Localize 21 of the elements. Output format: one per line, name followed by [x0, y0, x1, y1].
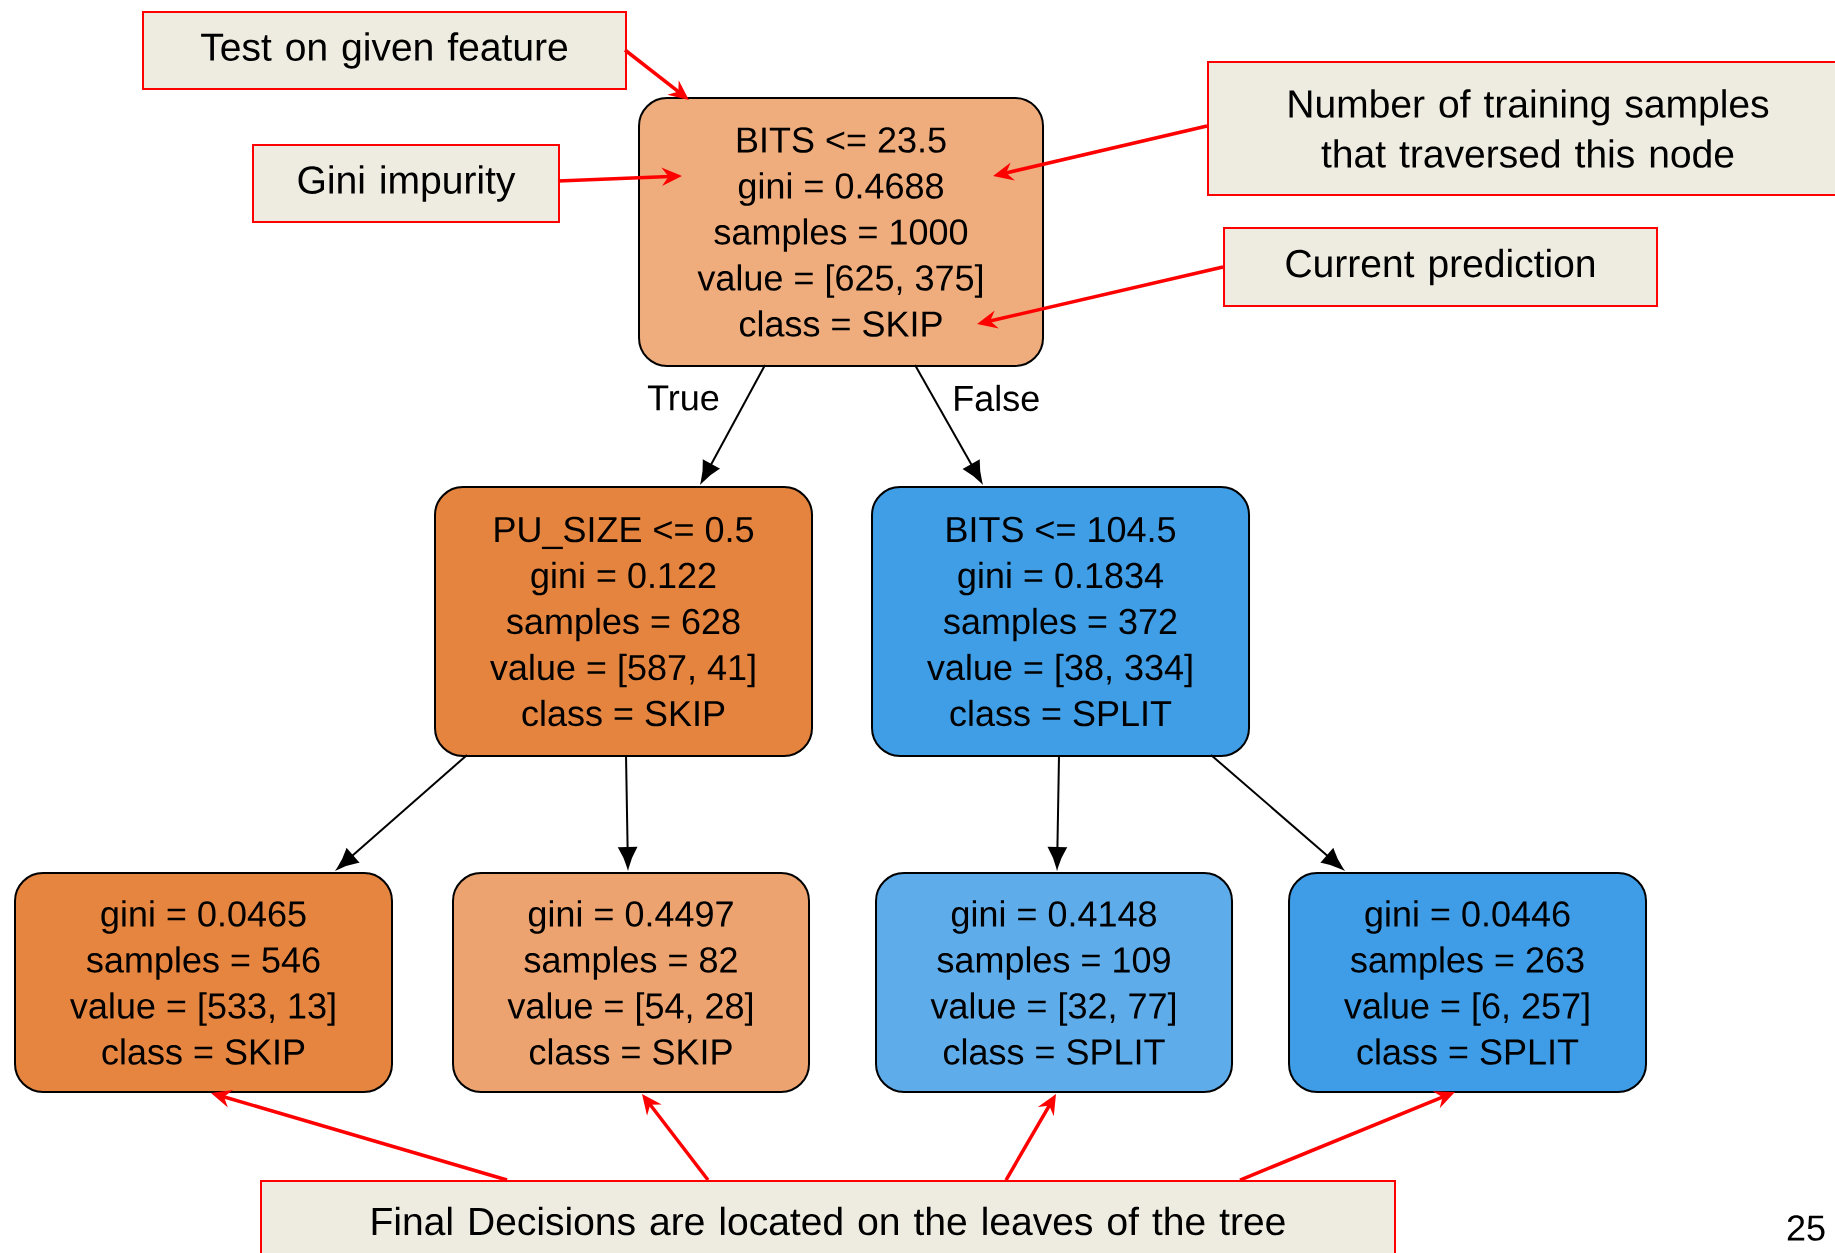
tree-node: gini = 0.0446 samples = 263 value = [6, 257] class = SPLIT [1288, 872, 1647, 1093]
tree-node: BITS <= 23.5 gini = 0.4688 samples = 1000 value = [625, 375] class = SKIP [638, 97, 1044, 367]
callout-box: Test on given feature [142, 11, 627, 90]
edge-label: True [645, 383, 722, 413]
tree-node: gini = 0.0465 samples = 546 value = [533, 13] class = SKIP [14, 872, 393, 1093]
tree-node: BITS <= 104.5 gini = 0.1834 samples = 372 value = [38, 334] class = SPLIT [871, 486, 1250, 757]
arrow [1048, 754, 1067, 869]
tree-node: gini = 0.4148 samples = 109 value = [32, 77] class = SPLIT [875, 872, 1233, 1093]
callout-box: Gini impurity [252, 144, 560, 223]
callout-box: Final Decisions are located on the leaves of the tree [260, 1180, 1396, 1253]
callout-box: Current prediction [1223, 227, 1658, 307]
arrow [914, 364, 983, 483]
tree-node: gini = 0.4497 samples = 82 value = [54, 28] class = SKIP [452, 872, 810, 1093]
arrow [336, 754, 468, 870]
arrow [618, 754, 637, 869]
arrow [700, 364, 766, 483]
callout-box: Number of training samples that traversed this node [1207, 61, 1835, 196]
tree-node: PU_SIZE <= 0.5 gini = 0.122 samples = 628 value = [587, 41] class = SKIP [434, 486, 813, 757]
arrow [1210, 754, 1344, 870]
page-number: 25 [1787, 1215, 1825, 1241]
edge-label: False [950, 382, 1043, 414]
